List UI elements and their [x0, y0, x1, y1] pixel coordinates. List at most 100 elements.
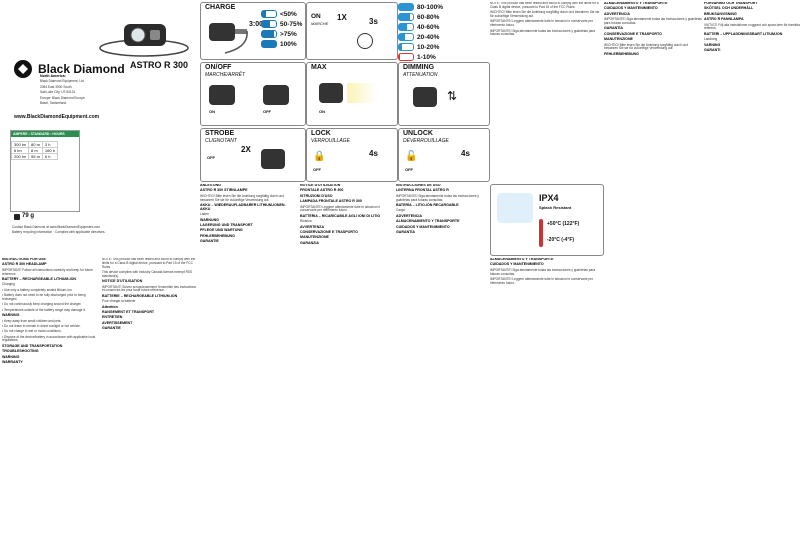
section-heading: INSTRUCCIONES DE USO — [396, 184, 441, 187]
body-paragraph: Laddning — [704, 37, 718, 42]
text-column-2: NOTE: This product has been tested and f… — [102, 258, 198, 555]
body-paragraph: BATTERIA – RICARICABILE AGLI IONI DI LIT… — [300, 213, 381, 218]
charge-level-row: 100% — [261, 39, 302, 49]
spec-panel: AMPERE • STANDARD • HOURS 300 lm 80 m 3 … — [10, 130, 80, 212]
body-paragraph: GARANTIE — [102, 326, 121, 331]
onoff-on-label: ON — [209, 109, 215, 114]
body-paragraph: ALMACENAMIENTO Y TRANSPORTE — [490, 258, 554, 261]
body-paragraph: • Do not leave to remain in direct sunli… — [2, 323, 81, 328]
body-paragraph: RANGEMENT ET TRANSPORT — [102, 309, 155, 314]
battery-indicator-icon — [398, 23, 414, 31]
battery-indicator-icon — [398, 33, 414, 41]
body-paragraph: BATTERIE – RECHARGEABLE LITHIUM-ION — [102, 293, 178, 298]
section-heading: BRUKSANVISNING — [704, 11, 737, 16]
unlock-off-label: OFF — [405, 167, 413, 172]
unlock-subtitle: DÉVERROUILLAGE — [403, 138, 449, 144]
body-paragraph: CUIDADOS Y MANTENIMIENTO — [490, 262, 544, 267]
body-paragraph: • Do not charge in wet or moist conditio… — [2, 329, 62, 334]
body-paragraph: ENTRETIEN — [102, 315, 123, 320]
body-paragraph: • Use only a battery completely sealed l… — [2, 287, 73, 292]
section-subheading: ASTRO R PANNLAMPA — [704, 17, 744, 22]
thermometer-icon — [539, 219, 543, 247]
body-paragraph: BATTERY – RECHARGEABLE LITHIUM-ION — [2, 276, 77, 281]
max-on-label: ON — [319, 109, 325, 114]
lock-icon: 🔒 — [313, 151, 326, 162]
battery-on-count: 1X — [337, 13, 347, 22]
brand-name: Black Diamond — [38, 62, 125, 76]
battery-pill-icon — [261, 30, 277, 38]
address-line1: North America: — [40, 74, 66, 78]
section-subheading: LAMPADA FRONTALE ASTRO R 300 — [300, 199, 362, 204]
spec-row: 6 lm 8 m 160 h — [10, 147, 58, 154]
text-column-9: FÖRVARING OCH TRANSPORT SKÖTSEL OCH UNDE… — [704, 2, 800, 555]
charge-level-row: <50% — [261, 9, 302, 19]
text-column-6: NOTE: This product has been tested and f… — [490, 2, 602, 182]
body-paragraph: BATERÍA – LITIO-IÓN RECARGABLE — [396, 202, 459, 207]
section-subheading: ASTRO R 300 STIRNLAMPE — [200, 188, 248, 193]
body-paragraph: VIKTIGT! Följ alla instruktioner noggran… — [704, 22, 800, 31]
text-column-1: INSTRUCTIONS FOR USE ASTRO R 300 HEADLAM… — [2, 258, 100, 555]
lock-panel: LOCK VERROUILLAGE 🔒 4s OFF — [306, 128, 398, 182]
body-paragraph: Ricarica — [300, 219, 312, 224]
dimming-panel: DIMMING ATTENUATION ⇅ — [398, 62, 490, 126]
water-splash-icon — [497, 193, 533, 223]
body-paragraph: BATTERI – UPPLADDNINGSBART LITIUMJON — [704, 31, 783, 36]
weight-icon — [14, 214, 20, 220]
lamp-icon — [261, 149, 285, 169]
charge-level-label: 50-75% — [280, 20, 303, 28]
body-paragraph: STORAGE AND TRANSPORTATION — [2, 343, 63, 348]
body-paragraph: • Dispose of the device/battery in accor… — [2, 334, 96, 343]
body-paragraph: WARNING — [2, 313, 20, 318]
battery-level-label: 60-80% — [417, 13, 440, 21]
body-paragraph: MANUTENZIONE — [604, 37, 633, 42]
lock-time: 4s — [369, 149, 378, 158]
dimming-subtitle: ATTENUATION — [403, 72, 438, 78]
temp-low: -20°C (-4°F) — [547, 237, 575, 243]
ipx-panel: IPX4 Splash Resistant +50°C (122°F) -20°… — [490, 184, 604, 256]
unlock-panel: UNLOCK DÉVERROUILLAGE 🔓 4s OFF — [398, 128, 490, 182]
battery-on-sub: MARCHE — [311, 21, 329, 26]
battery-level-row: 80-100% — [398, 2, 488, 12]
weight-value: 79 g — [22, 213, 35, 219]
website-link[interactable]: www.BlackDiamondEquipment.com — [14, 114, 100, 120]
body-paragraph: ALMACENAMIENTO Y TRANSPORTE — [396, 219, 460, 224]
section-heading: ISTRUZIONI D'USO — [300, 193, 333, 198]
battery-indicator-icon — [398, 43, 414, 51]
body-paragraph: MANUTENZIONE — [300, 235, 329, 240]
body-paragraph: FEHLERBEHEBUNG — [200, 233, 235, 238]
body-paragraph: ADVERTENCIA — [604, 11, 630, 16]
max-title: MAX — [311, 64, 327, 71]
body-paragraph: • Do not continuously keep charging arou… — [2, 302, 82, 307]
body-paragraph: CUIDADOS Y MANTENIMIENTO — [604, 6, 658, 11]
body-paragraph: IMPORTANTE! Siga atentamente todas las i… — [490, 267, 596, 276]
battery-level-label: 40-60% — [417, 23, 440, 31]
battery-level-panel: ON MARCHE 1X 3s — [306, 2, 398, 60]
body-paragraph: AVVERTENZA — [300, 224, 325, 229]
body-paragraph: IMPORTANTE! Siga atentamente todas las i… — [490, 28, 596, 37]
body-paragraph: FEHLERBEHEBUNG — [604, 51, 639, 56]
battery-level-row: 20-40% — [398, 32, 488, 42]
body-paragraph: AKKU – WIEDERAUFLADBARER LITHIUM-IONEN-A… — [200, 202, 286, 211]
body-paragraph: IMPORTANT! Follow all instructions caref… — [2, 267, 93, 276]
battery-level-row: 60-80% — [398, 12, 488, 22]
temp-high: +50°C (122°F) — [547, 221, 580, 227]
section-subheading: LINTERNA FRONTAL ASTRO R — [396, 188, 449, 193]
charge-panel: CHARGE 3:00 h <50% 50-75% >75% 100% — [200, 2, 306, 60]
charge-cable-illustration — [205, 17, 249, 55]
text-column-5: INSTRUCCIONES DE USO LINTERNA FRONTAL AS… — [396, 184, 488, 555]
unlock-icon: 🔓 — [405, 151, 418, 162]
strobe-subtitle: CLIGNOTANT — [205, 138, 237, 144]
body-paragraph: SKÖTSEL OCH UNDERHÅLL — [704, 6, 754, 11]
brand-panel: Black Diamond ASTRO R 300 North America:… — [0, 0, 197, 258]
body-paragraph: NOTE: This product has been tested and f… — [490, 2, 599, 9]
battery-pill-icon — [261, 40, 277, 48]
lamp-icon — [263, 85, 289, 105]
body-paragraph: WICHTIG! Bitte lesen Sie die Anleitung s… — [490, 10, 600, 18]
battery-level-label: 1-10% — [417, 53, 436, 61]
section-subheading: FRONTALE ASTRO R 300 — [300, 188, 344, 193]
charge-levels: <50% 50-75% >75% 100% — [261, 9, 302, 49]
battery-on-label: ON — [311, 13, 321, 20]
spec-cell: 55 m — [28, 153, 43, 160]
battery-level-list: 80-100% 60-80% 40-60% 20-40% 10-20% 1-10… — [398, 2, 488, 61]
body-paragraph: WICHTIG! Bitte lesen Sie die Anleitung s… — [200, 193, 284, 202]
